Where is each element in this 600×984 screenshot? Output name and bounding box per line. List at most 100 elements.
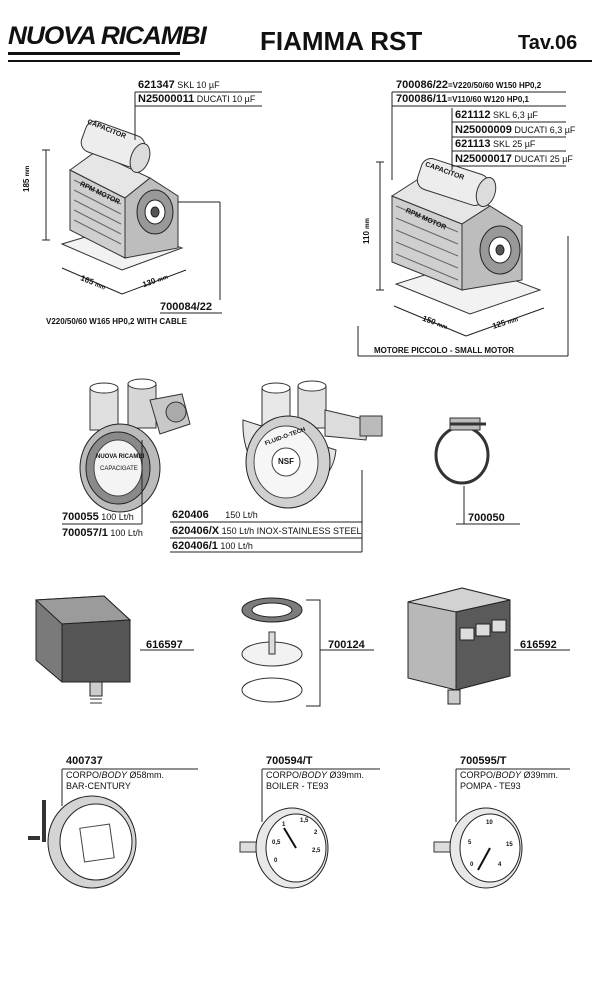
gauge-1-illustration <box>28 795 137 889</box>
pump-700057-desc: 100 Lt/h <box>110 528 143 538</box>
large-height-unit: mm <box>25 165 31 177</box>
small-height-dim: 110 mm <box>362 218 371 244</box>
g2-tick-2: 2 <box>314 830 318 836</box>
small-cap2-code: N25000009 <box>455 124 512 136</box>
g3-tick-10: 10 <box>486 820 493 826</box>
pump1-face-model: CAPACIGATE <box>100 466 138 472</box>
small-cap4-desc: DUCATI 25 µF <box>514 154 573 164</box>
large-cap2-code: N25000011 <box>138 93 195 105</box>
gauge-400737-body: CORPO/BODY Ø58mm. <box>66 770 164 781</box>
pump-700055-code: 700055 <box>62 511 99 523</box>
gauge-700595-body-italic: BODY <box>495 770 522 780</box>
pump-620406x-label: 620406/X 150 Lt/h INOX-STAINLESS STEEL <box>172 526 362 537</box>
large-cap1-desc: SKL 10 µF <box>177 80 220 90</box>
pump-620406-code: 620406 <box>172 509 209 521</box>
small-motor2-code: 700086/11 <box>396 93 448 105</box>
pump-620406-label: 620406 150 Lt/h <box>172 510 258 521</box>
g2-tick-25: 2,5 <box>312 848 321 854</box>
large-motor-illustration <box>60 120 184 271</box>
small-cap4-code: N25000017 <box>455 153 512 165</box>
gauge-700594-body-italic: BODY <box>301 770 328 780</box>
small-cap3-desc: SKL 25 µF <box>493 139 536 149</box>
table-number: Tav.06 <box>518 32 578 54</box>
large-motor-code: 700084/22 <box>160 301 212 313</box>
header-divider <box>8 60 592 62</box>
large-cap1-code: 621347 <box>138 79 175 91</box>
large-height-dim: 185 mm <box>22 166 31 192</box>
pump-620406-1-desc: 100 Lt/h <box>220 541 253 551</box>
pressostat-1-illustration <box>34 595 132 704</box>
brand-logo: NUOVA RICAMBI <box>8 22 207 50</box>
gauge-400737-size: Ø58mm. <box>127 770 165 780</box>
brand-underline <box>8 52 180 55</box>
gauge-700595-size: Ø39mm. <box>521 770 559 780</box>
g3-tick-15: 15 <box>506 842 513 848</box>
small-motor1-code: 700086/22 <box>396 79 448 91</box>
gauge-400737-desc: BAR-CENTURY <box>66 781 131 791</box>
small-cap2-desc: DUCATI 6,3 µF <box>514 125 576 135</box>
clamp-code: 700050 <box>468 512 505 524</box>
large-height-value: 185 <box>22 178 31 192</box>
small-cap3-label: 621113 SKL 25 µF <box>455 139 535 150</box>
page-title: FIAMMA RST <box>260 26 423 56</box>
pump-2-illustration <box>242 380 383 509</box>
gauge-700595-code: 700595/T <box>460 755 507 767</box>
small-motor-illustration <box>390 158 542 315</box>
pressostat-616592-code: 616592 <box>520 639 557 651</box>
large-cap2-label: N25000011 DUCATI 10 µF <box>138 94 255 105</box>
gauge-700595-desc: POMPA - TE93 <box>460 781 521 791</box>
small-height-value: 110 <box>362 231 371 244</box>
small-cap1-label: 621112 SKL 6,3 µF <box>455 110 538 121</box>
pump-700057-label: 700057/1 100 Lt/h <box>62 528 143 539</box>
large-cap2-desc: DUCATI 10 µF <box>196 94 256 104</box>
pump-700055-label: 700055 100 Lt/h <box>62 512 134 523</box>
pressostat-2-illustration <box>407 587 511 705</box>
gauge-700594-code: 700594/T <box>266 755 313 767</box>
small-height-unit: mm <box>365 218 371 229</box>
gauge-700595-body: CORPO/BODY Ø39mm. <box>460 770 558 781</box>
g3-tick-0: 0 <box>470 862 474 868</box>
kit-700124-code: 700124 <box>328 639 365 651</box>
small-motor2-spec: =V110/60 W120 HP0,1 <box>447 95 530 104</box>
clamp-illustration <box>434 417 490 485</box>
g2-tick-15: 1,5 <box>300 818 309 824</box>
small-cap3-code: 621113 <box>455 138 491 150</box>
pump1-face-brand: NUOVA RICAMBI <box>96 454 145 460</box>
small-cap1-code: 621112 <box>455 109 491 121</box>
gauge-3-illustration <box>433 807 523 889</box>
small-motor1-spec: =V220/50/60 W150 HP0,2 <box>448 81 542 90</box>
pump-700055-desc: 100 Lt/h <box>101 512 134 522</box>
gauge-700595-body-prefix: CORPO/ <box>460 770 496 780</box>
g2-tick-1: 1 <box>282 822 286 828</box>
g3-tick-4: 4 <box>498 862 502 868</box>
membrane-kit-illustration <box>241 597 303 703</box>
large-cap1-label: 621347 SKL 10 µF <box>138 80 220 91</box>
small-cap1-desc: SKL 6,3 µF <box>493 110 538 120</box>
pump-1-illustration <box>79 378 191 513</box>
gauge-400737-body-italic: BODY <box>101 770 128 780</box>
small-motor2-label: 700086/11=V110/60 W120 HP0,1 <box>396 94 529 105</box>
pump-620406x-code: 620406/X <box>172 525 220 537</box>
small-cap4-label: N25000017 DUCATI 25 µF <box>455 154 573 165</box>
small-motor-caption: MOTORE PICCOLO - SMALL MOTOR <box>374 346 514 355</box>
pump-620406x-desc: 150 Lt/h INOX-STAINLESS STEEL <box>221 526 362 536</box>
gauge-700594-size: Ø39mm. <box>327 770 365 780</box>
small-motor1-label: 700086/22=V220/50/60 W150 HP0,2 <box>396 80 541 91</box>
pump2-face-nsf: NSF <box>278 457 294 466</box>
gauge-700594-body: CORPO/BODY Ø39mm. <box>266 770 364 781</box>
large-motor-spec: V220/50/60 W165 HP0,2 WITH CABLE <box>46 317 187 326</box>
g2-tick-0: 0 <box>274 858 278 864</box>
pump-620406-1-label: 620406/1 100 Lt/h <box>172 541 253 552</box>
pump-620406-desc: 150 Lt/h <box>225 510 258 520</box>
gauge-700594-desc: BOILER - TE93 <box>266 781 329 791</box>
g3-tick-5: 5 <box>468 840 472 846</box>
pump-700057-code: 700057/1 <box>62 527 108 539</box>
pressostat-616597-code: 616597 <box>146 639 183 651</box>
gauge-2-illustration <box>239 807 329 889</box>
gauge-400737-code: 400737 <box>66 755 103 767</box>
pump-620406-1-code: 620406/1 <box>172 540 218 552</box>
gauge-400737-body-prefix: CORPO/ <box>66 770 102 780</box>
g2-tick-05: 0,5 <box>272 840 281 846</box>
small-cap2-label: N25000009 DUCATI 6,3 µF <box>455 125 575 136</box>
